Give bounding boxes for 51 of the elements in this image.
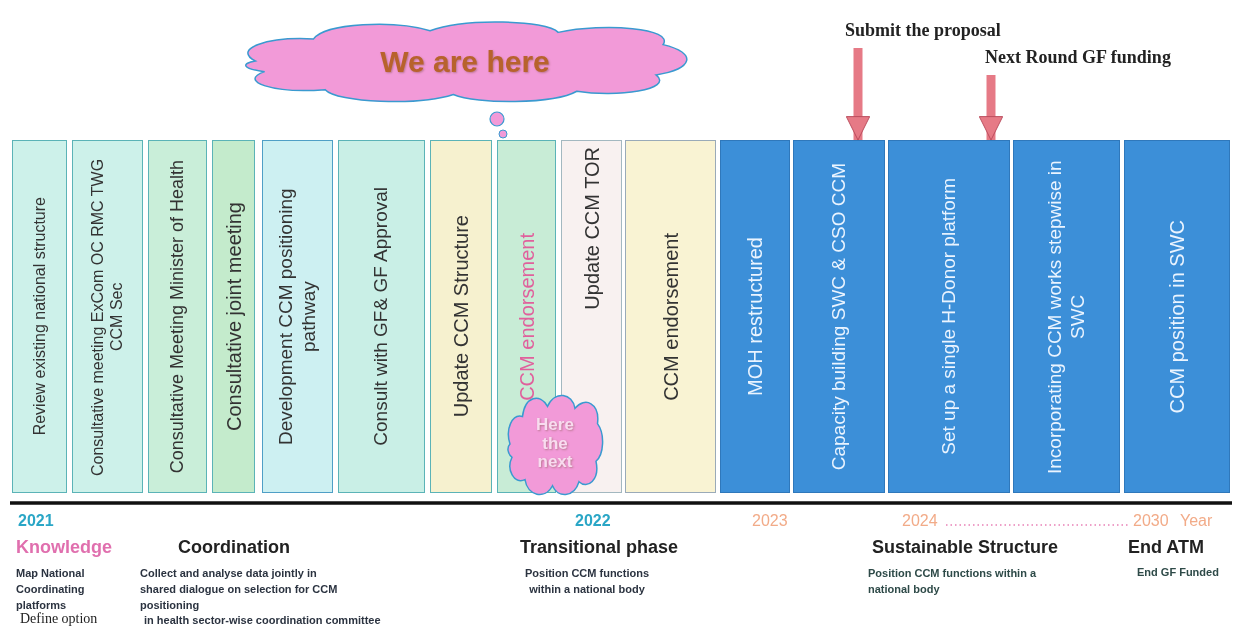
bar-text: Consultative joint meeting [221,202,246,431]
bar-text: Consultative Meeting Minister of Health [166,159,188,474]
timeline-bar [430,140,492,493]
phase-heading: Transitional phase [520,536,679,559]
phase-heading: End ATM [1128,536,1204,559]
timeline-bar [338,140,425,493]
year-label: 2023 [752,511,788,531]
timeline-bar [72,140,143,493]
axis-unit-label: Year [1180,511,1213,531]
timeline-bar [262,140,333,493]
timeline-bar [1124,140,1230,493]
arrow [978,75,1004,141]
timeline-bar [1013,140,1120,493]
bar-text: Update CCM Structure [449,215,473,418]
year-label: 2022 [575,511,611,531]
phase-description: Position CCM functions within a national body [868,566,1038,597]
phase-description: End GF Funded [1137,566,1219,580]
timeline-bar [148,140,207,493]
phase-description: Position CCM functions within a national body [523,566,650,597]
annotation-text: Submit the proposal [845,20,1001,41]
bar-text: Consult with GF& GF Approval [370,187,393,446]
timeline-bar [888,140,1010,493]
phase-note: in health sector-wise coordination committee [144,614,381,628]
year-label: 2021 [18,511,54,531]
bar-text: Capacity building SWC & CSO CCM [827,162,850,471]
timeline-bar [12,140,67,493]
bar-text: Review existing national structure [29,197,49,436]
bar-text: Update CCM TOR [579,147,604,310]
bar-text: Incorporating CCM works stepwise in SWC [1043,158,1089,476]
bar-text: Set up a single H-Donor platform [937,178,960,455]
phase-note: Define option [20,611,98,628]
timeline-bar [720,140,790,493]
cloud-text: Here the next [535,415,575,473]
bar-text: CCM endorsement [514,232,539,401]
timeline-bar [625,140,716,493]
cloud-text: We are here [379,44,551,78]
bar-text: MOH restructured [743,237,767,396]
arrow [845,48,871,141]
bar-text: CCM position in SWC [1165,219,1189,414]
year-label: 2024 [902,511,938,531]
phase-description: Map National Coordinating platforms [16,566,86,613]
timeline-bar [793,140,885,493]
phase-heading: Knowledge [16,536,112,559]
timeline-bar [212,140,255,493]
bar-text: Consultative meeting ExCom OC RMC TWG CCM Sec [88,156,127,478]
phase-heading: Coordination [178,536,290,559]
bar-text: Development CCM positioning pathway [274,187,320,447]
bar-text: CCM endorsement [658,232,683,401]
year-label: 2030 [1133,511,1169,531]
annotation-text: Next Round GF funding [985,47,1171,68]
phase-heading: Sustainable Structure [872,536,1059,559]
